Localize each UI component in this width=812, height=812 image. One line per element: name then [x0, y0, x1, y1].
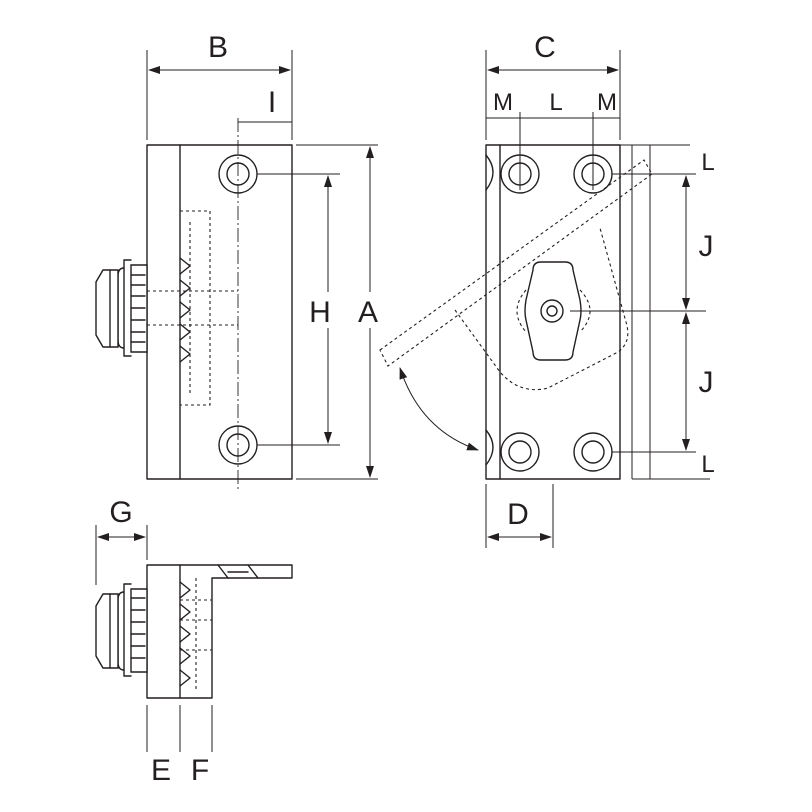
dim-D: D	[485, 484, 554, 548]
label-E: E	[151, 754, 171, 787]
dim-B: B	[146, 31, 293, 140]
side-hidden	[180, 578, 212, 690]
label-B: B	[208, 31, 228, 64]
right-plate	[485, 144, 621, 480]
notch-top	[485, 154, 494, 191]
right-hole-bottom-left	[500, 432, 540, 472]
dim-G: G	[95, 496, 148, 585]
label-M-left: M	[493, 89, 513, 116]
label-J-upper: J	[699, 230, 714, 263]
rotated-arm-hidden	[379, 159, 653, 391]
label-L-top: L	[701, 149, 714, 176]
right-view	[379, 144, 653, 480]
label-L-bottom: L	[701, 451, 714, 478]
label-I: I	[268, 86, 276, 119]
label-M-right: M	[597, 89, 617, 116]
front-view	[95, 118, 293, 492]
side-view	[95, 564, 293, 699]
label-A: A	[358, 296, 378, 329]
dim-I: I	[238, 86, 292, 123]
label-F: F	[191, 754, 209, 787]
front-hidden-teeth	[147, 210, 238, 406]
center-slot	[516, 261, 591, 361]
notch-bottom	[485, 429, 494, 466]
dim-J: J J L L	[570, 144, 715, 480]
side-spring-knob	[95, 583, 148, 677]
dim-E-F: E F	[146, 705, 213, 787]
front-spring-knob	[95, 259, 148, 357]
dim-C: C	[485, 31, 621, 140]
right-hole-bottom-right	[573, 432, 613, 472]
front-body	[146, 144, 293, 480]
label-H: H	[309, 296, 331, 329]
dim-H: H	[257, 173, 340, 446]
dim-A: A	[296, 144, 386, 480]
label-J-lower: J	[699, 366, 714, 399]
side-base	[146, 564, 181, 699]
label-L-mid: L	[549, 89, 562, 116]
label-C: C	[534, 31, 556, 64]
label-G: G	[109, 496, 132, 529]
label-D: D	[507, 498, 529, 531]
side-flange	[179, 564, 293, 699]
rotation-arrow	[399, 367, 479, 451]
dim-M-L-M: M L M	[486, 89, 620, 190]
